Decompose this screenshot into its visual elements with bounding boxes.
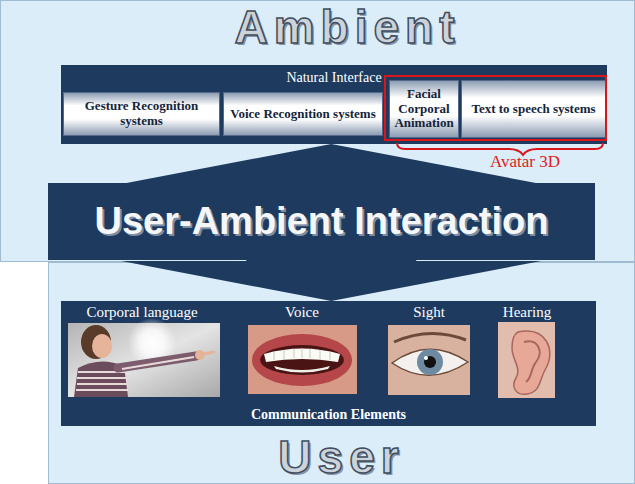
element-caption: Hearing	[503, 304, 551, 321]
ear-photo	[498, 322, 555, 398]
node-text: Ambient	[61, 4, 634, 50]
element-caption: Corporal language	[86, 304, 197, 321]
element-caption: Voice	[285, 304, 319, 321]
system-box: Voice Recognition systems	[223, 92, 383, 136]
element-caption: Sight	[413, 304, 445, 321]
node-text: Text to speech systems	[471, 102, 595, 117]
avatar-outline	[385, 76, 606, 140]
corporal-language-photo	[68, 318, 220, 397]
eye-photo	[388, 325, 470, 395]
interaction-band: User-Ambient Interaction	[48, 183, 595, 260]
node-text: Gesture Recognition systems	[68, 99, 215, 128]
node-text: Facial Corporal Animation	[394, 87, 454, 131]
avatar-label: Avatar 3D	[490, 153, 560, 172]
node-text: Voice Recognition systems	[230, 107, 375, 122]
avatar-brace	[397, 143, 603, 155]
node-text: User	[49, 434, 634, 480]
node-text: Natural Interface	[61, 70, 607, 85]
node-text: User-Ambient Interaction	[91, 201, 553, 243]
node-text: Communication Elements	[61, 407, 596, 422]
user-region: User Communication Elements	[48, 262, 635, 484]
system-box: Gesture Recognition systems	[63, 92, 220, 136]
double-arrow	[121, 144, 541, 301]
system-box: Text to speech systems	[461, 80, 606, 138]
system-box: Facial Corporal Animation	[389, 80, 459, 138]
interface-band: Natural InterfaceGesture Recognition sys…	[61, 65, 607, 144]
mouth-photo	[248, 325, 357, 394]
